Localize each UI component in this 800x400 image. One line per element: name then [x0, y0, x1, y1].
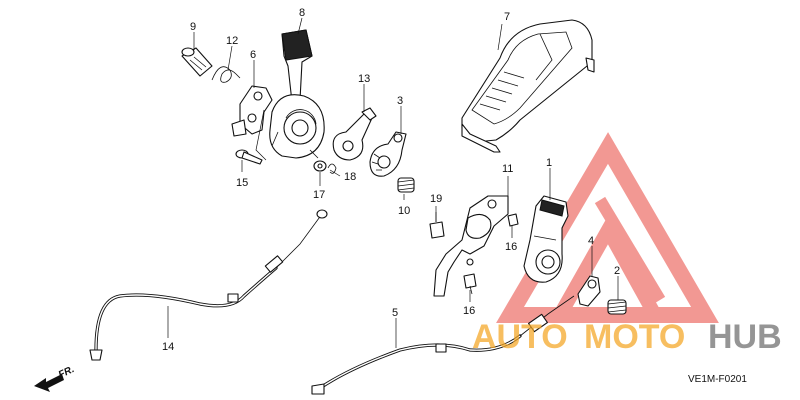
leader-lines: [167, 17, 619, 348]
part-cable-14: [89, 209, 328, 361]
part-bolt-19: [429, 212, 445, 239]
label-part-17: 17: [313, 189, 325, 201]
part-plate-13: [332, 107, 377, 161]
label-part-7: 7: [504, 11, 510, 23]
label-part-19: 19: [430, 193, 442, 205]
label-part-14: 14: [162, 341, 174, 353]
label-part-8: 8: [299, 7, 305, 19]
diagram-code: VE1M-F0201: [688, 374, 747, 385]
part-screw-16a: [507, 213, 519, 227]
label-part-6: 6: [250, 49, 256, 61]
front-direction-indicator: FR.: [34, 364, 76, 392]
label-part-18: 18: [344, 171, 356, 183]
part-cover-7: [461, 19, 595, 153]
watermark-moto: MOTO: [584, 318, 685, 356]
part-spring-2: [607, 299, 627, 315]
part-lever-8: [269, 29, 325, 159]
part-screw-16b: [463, 273, 477, 295]
label-part-13: 13: [358, 73, 370, 85]
part-link-4: [577, 275, 601, 307]
part-washer-17: [313, 160, 327, 172]
watermark-text: AUTO MOTO HUB: [472, 318, 782, 356]
watermark-auto: AUTO: [472, 318, 568, 356]
part-spring-10: [397, 177, 415, 193]
label-part-10: 10: [398, 205, 410, 217]
part-bracket-11: [433, 195, 509, 297]
part-clip-18: [327, 163, 337, 174]
label-part-15: 15: [236, 177, 248, 189]
part-lever-1: [523, 195, 569, 283]
label-part-1: 1: [546, 157, 552, 169]
part-number-labels: 1 2 3 4 5 6 7 8 9 10 11 12 13 14 15 16 1…: [162, 7, 620, 353]
label-part-16b: 16: [463, 305, 475, 317]
direction-label: FR.: [57, 364, 76, 381]
label-part-12: 12: [226, 35, 238, 47]
label-part-4: 4: [588, 235, 594, 247]
part-bracket-6: [231, 85, 273, 137]
part-spring-12: [211, 66, 241, 83]
label-part-16a: 16: [505, 241, 517, 253]
label-part-9: 9: [190, 21, 196, 33]
part-cable-5: [311, 295, 575, 395]
arrow-left-icon: [34, 374, 64, 392]
label-part-11: 11: [502, 163, 513, 175]
part-screw-15: [235, 149, 263, 165]
part-cam-3: [369, 131, 407, 177]
watermark-hub: HUB: [708, 318, 782, 356]
label-part-2: 2: [614, 265, 620, 277]
part-bolt-9: [181, 47, 213, 77]
label-part-5: 5: [392, 307, 398, 319]
label-part-3: 3: [397, 95, 403, 107]
